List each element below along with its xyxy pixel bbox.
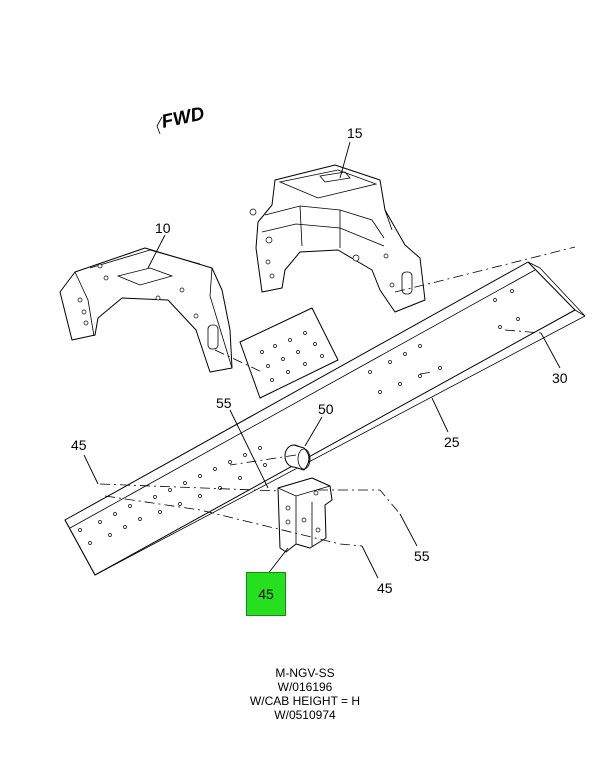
callout-25: 25 [444, 434, 460, 450]
caption-line-4: W/0510974 [274, 708, 336, 722]
frame-rail [64, 261, 586, 576]
callout-15: 15 [347, 125, 363, 141]
callout-labels: 15 10 30 55 50 25 45 55 45 [71, 125, 568, 596]
fwd-label: FWD [160, 103, 207, 133]
highlighted-callout-label: 45 [258, 586, 274, 602]
assembly-lines [99, 246, 576, 547]
rail-holes [78, 289, 520, 545]
part-50-isolator [284, 444, 311, 471]
caption-line-2: W/016196 [277, 680, 333, 694]
part-15-assembly [249, 164, 426, 313]
leader-lines [83, 141, 561, 579]
caption-line-1: M-NGV-SS [275, 666, 335, 680]
rail-plate [239, 307, 339, 399]
diagram-caption: M-NGV-SS W/016196 W/CAB HEIGHT = H W/051… [200, 666, 410, 722]
callout-30: 30 [552, 370, 568, 386]
callout-55-right: 55 [414, 548, 430, 564]
callout-55-top: 55 [216, 395, 232, 411]
fwd-arrow: FWD [156, 103, 207, 135]
callout-10: 10 [155, 220, 171, 236]
part-45-bracket [277, 477, 333, 553]
part-10-bracket [59, 247, 233, 373]
callout-45-right: 45 [377, 580, 393, 596]
caption-line-3: W/CAB HEIGHT = H [249, 694, 361, 708]
highlighted-callout-45[interactable]: 45 [246, 572, 286, 616]
callout-50: 50 [318, 401, 334, 417]
callout-45-left: 45 [71, 437, 87, 453]
